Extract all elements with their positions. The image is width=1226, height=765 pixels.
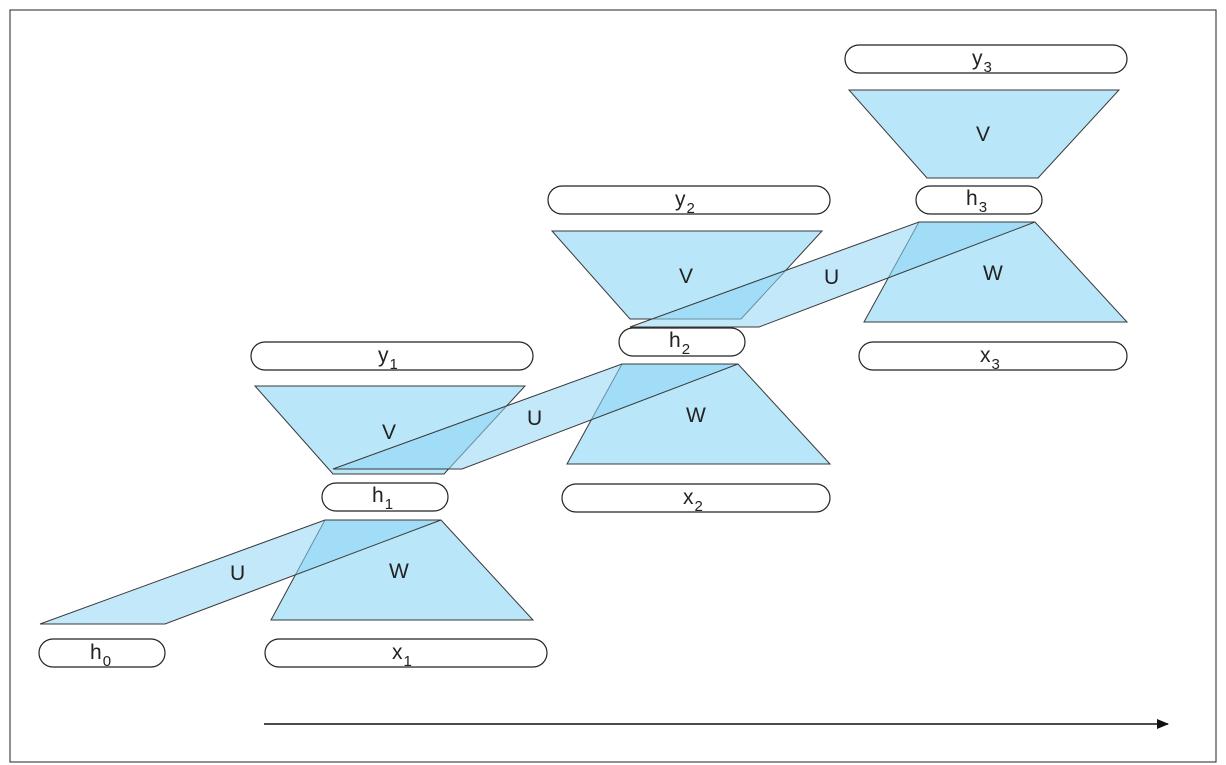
- svg-text:y2: y2: [675, 188, 695, 217]
- hidden-box-h2: h2: [618, 327, 746, 358]
- weight-v-3: V: [847, 89, 1121, 179]
- weight-u-2: U: [332, 363, 739, 470]
- output-box-y3: y3: [844, 44, 1128, 76]
- weight-w-1-label: W: [389, 560, 409, 583]
- weight-u-1-label: U: [230, 562, 245, 585]
- hidden-label-h1-base: h: [372, 484, 384, 507]
- input-label-x2-base: x: [683, 486, 694, 509]
- hidden-box-h0: h0: [38, 638, 166, 670]
- diagram-border: [9, 9, 1217, 763]
- input-label-x3-base: x: [980, 344, 991, 367]
- input-box-x1: x1: [264, 638, 548, 670]
- output-label-y3-base: y: [972, 47, 983, 70]
- svg-text:x2: x2: [683, 486, 703, 515]
- hidden-label-h2-base: h: [669, 329, 681, 352]
- output-label-y1-base: y: [378, 344, 389, 367]
- svg-text:y1: y1: [378, 344, 398, 373]
- svg-text:h1: h1: [372, 484, 393, 513]
- weight-w-2-label: W: [686, 404, 706, 427]
- output-box-y1: y1: [250, 341, 534, 373]
- svg-text:h2: h2: [669, 329, 690, 358]
- hidden-label-h2-sub: 2: [682, 341, 690, 358]
- svg-text:x1: x1: [392, 641, 412, 670]
- hidden-label-h3-sub: 3: [979, 199, 987, 216]
- weight-v-1-label: V: [382, 421, 396, 444]
- weight-v-2-label: V: [679, 265, 693, 288]
- hidden-box-h3: h3: [915, 185, 1043, 216]
- output-label-y2-base: y: [675, 188, 686, 211]
- input-box-x3: x3: [858, 341, 1128, 373]
- output-label-y1-sub: 1: [390, 356, 398, 373]
- weight-w-3-label: W: [983, 262, 1003, 285]
- weight-u-2-label: U: [527, 407, 542, 430]
- svg-text:x3: x3: [980, 344, 1000, 373]
- hidden-box-h1: h1: [321, 482, 449, 513]
- input-box-x2: x2: [561, 483, 831, 515]
- weight-u-3: U: [629, 221, 1036, 328]
- output-label-y2-sub: 2: [687, 200, 695, 217]
- input-label-x1-base: x: [392, 641, 403, 664]
- output-label-y3-sub: 3: [984, 59, 992, 76]
- weight-u-1: U: [39, 519, 442, 625]
- weight-u-3-label: U: [824, 266, 839, 289]
- weight-v-3-label: V: [976, 123, 990, 146]
- svg-text:h0: h0: [90, 641, 111, 670]
- input-label-x2-sub: 2: [695, 498, 703, 515]
- hidden-label-h0-sub: 0: [103, 653, 111, 670]
- input-label-x3-sub: 3: [992, 356, 1000, 373]
- svg-text:h3: h3: [966, 187, 987, 216]
- input-label-x1-sub: 1: [404, 653, 412, 670]
- output-box-y2: y2: [547, 185, 831, 217]
- hidden-label-h1-sub: 1: [385, 496, 393, 513]
- hidden-label-h0-base: h: [90, 641, 102, 664]
- svg-text:y3: y3: [972, 47, 992, 76]
- hidden-label-h3-base: h: [966, 187, 978, 210]
